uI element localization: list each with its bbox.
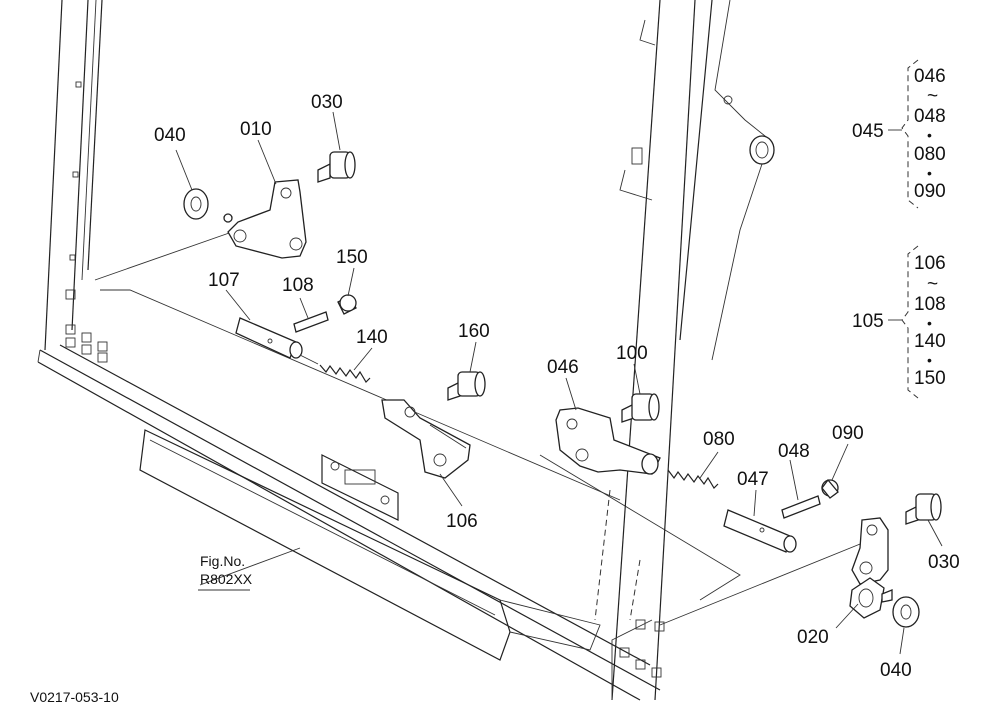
spring-140 [299,354,371,383]
group-parent-045: 045 [852,121,884,142]
callout-030-left: 030 [311,92,343,113]
callout-108: 108 [282,275,314,296]
bolt-100 [621,393,660,423]
group-105-item: 108 [914,294,946,315]
callout-046: 046 [547,357,579,378]
group-045-item: 048 [914,106,946,127]
leader-lines [175,111,943,655]
right-mast-post [611,0,775,701]
callout-160: 160 [458,321,490,342]
group-105-item: • [927,315,932,331]
group-045-labels: 045 046 ~ 048 • 080 • 090 [852,66,946,202]
group-045-item: 046 [914,66,946,87]
callout-040-right: 040 [880,660,912,681]
group-045-item: 090 [914,181,946,202]
pin-107 [235,317,303,359]
callout-labels: 030 040 010 150 107 108 140 160 106 046 … [154,92,960,681]
group-105-item: ~ [927,274,938,295]
bolt-160 [447,371,486,401]
callout-030-right: 030 [928,552,960,573]
lower-plate [139,429,601,661]
plate-right [851,517,889,585]
washer-040-left [183,188,209,220]
callout-090: 090 [832,423,864,444]
assembly-center-lines [94,231,871,626]
pin-048 [781,495,821,519]
group-105-item: 106 [914,253,946,274]
callout-020: 020 [797,627,829,648]
left-frame-post [44,0,103,351]
group-045-item: ~ [927,86,938,107]
callout-140: 140 [356,327,388,348]
callout-150: 150 [336,247,368,268]
pin-108 [293,311,329,333]
bolt-030-right [905,493,942,525]
callout-107: 107 [208,270,240,291]
callout-048: 048 [778,441,810,462]
lower-cross-member [37,289,661,701]
group-045-item: • [927,127,932,143]
figure-reference: Fig.No. R802XX [198,553,253,591]
callout-040-left: 040 [154,125,186,146]
cap-150 [337,294,357,315]
group-bracket-105 [888,245,919,399]
fig-ref-line1: Fig.No. [200,553,245,569]
group-105-item: 150 [914,368,946,389]
group-bracket-045 [888,59,919,209]
pin-047 [723,509,797,553]
drawing-code: V0217-053-10 [30,689,119,705]
fig-ref-line2: R802XX [200,571,253,587]
group-045-item: • [927,165,932,181]
spring-080 [667,469,719,489]
bracket-046 [555,407,661,475]
center-bracket [321,454,399,521]
group-parent-105: 105 [852,311,884,332]
bolt-030-left [317,151,356,183]
callout-100: 100 [616,343,648,364]
inner-guide-plate [100,289,741,601]
group-105-item: 140 [914,331,946,352]
callout-106: 106 [446,511,478,532]
callout-010: 010 [240,119,272,140]
cap-090 [821,478,839,499]
washer-040-right [892,596,920,628]
callout-080: 080 [703,429,735,450]
plate-010 [223,179,307,259]
bracket-106 [381,399,471,479]
callout-047: 047 [737,469,769,490]
group-045-item: 080 [914,144,946,165]
group-105-item: • [927,352,932,368]
group-105-labels: 105 106 ~ 108 • 140 • 150 [852,253,946,389]
flange-020 [849,577,893,619]
